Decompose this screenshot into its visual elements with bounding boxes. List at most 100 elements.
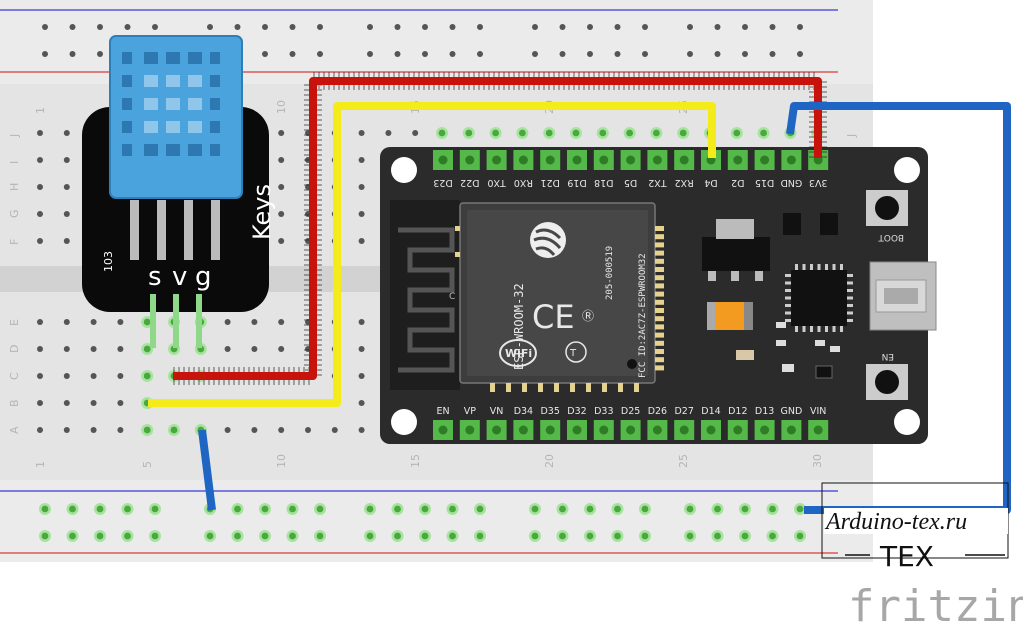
breadboard-hole bbox=[358, 373, 365, 379]
en-button[interactable] bbox=[866, 364, 908, 400]
rail-hole bbox=[261, 532, 269, 540]
yellow-wire-d4 bbox=[148, 102, 716, 407]
pin-label: D2 bbox=[731, 177, 744, 188]
rail-hole bbox=[207, 24, 213, 30]
chip-pin bbox=[825, 326, 828, 332]
column-number: 1 bbox=[34, 107, 47, 114]
rail-hole bbox=[69, 532, 76, 540]
rail-hole bbox=[614, 51, 621, 57]
espressif-logo bbox=[530, 222, 566, 258]
rail-hole bbox=[262, 51, 268, 57]
breadboard-hole bbox=[251, 427, 258, 433]
module-pad bbox=[634, 383, 639, 392]
pin-label: VN bbox=[490, 406, 504, 417]
chip-pin bbox=[840, 264, 843, 270]
breadboard-hole bbox=[358, 427, 365, 433]
breadboard-hole bbox=[679, 129, 687, 137]
blue-wire-sensor-gnd bbox=[198, 429, 216, 511]
module-pad bbox=[655, 340, 664, 346]
rail-hole bbox=[686, 505, 694, 513]
boot-button[interactable] bbox=[866, 190, 908, 226]
row-letter: J bbox=[845, 134, 858, 138]
module-pad bbox=[655, 226, 664, 231]
sensor-brand: Keys bbox=[248, 184, 276, 240]
pin-hole bbox=[599, 425, 609, 435]
rail-hole bbox=[422, 51, 428, 57]
grill-slot bbox=[188, 98, 202, 110]
module-pad bbox=[655, 308, 664, 313]
rail-hole bbox=[531, 532, 539, 540]
pin-hole bbox=[492, 425, 502, 435]
breadboard-hole bbox=[358, 319, 365, 325]
row-letter: E bbox=[8, 319, 21, 326]
chip-pins bbox=[785, 264, 853, 332]
chip-pin bbox=[847, 296, 853, 300]
r-mark: Ⓡ bbox=[582, 309, 594, 323]
chip-pin bbox=[785, 274, 791, 277]
grill-slot bbox=[210, 121, 220, 133]
breadboard-hole bbox=[519, 129, 526, 137]
pin-label: D21 bbox=[540, 177, 559, 188]
breadboard-hole bbox=[224, 346, 231, 352]
pin-label: D13 bbox=[755, 406, 774, 417]
module-pad bbox=[570, 383, 575, 392]
fritzing-logo: fritzing bbox=[848, 581, 1023, 632]
telec-mark: T bbox=[565, 341, 587, 363]
chip-pin bbox=[832, 326, 836, 332]
row-letter: F bbox=[8, 239, 21, 245]
grill-slot bbox=[188, 121, 202, 133]
chip-pin bbox=[785, 281, 791, 285]
rail-hole bbox=[41, 532, 49, 540]
rail-hole bbox=[614, 532, 621, 540]
grill-slot bbox=[144, 144, 158, 156]
rail-hole bbox=[394, 532, 401, 540]
rail-hole bbox=[587, 24, 593, 30]
grill-slot bbox=[210, 144, 220, 156]
breadboard-hole bbox=[63, 400, 70, 406]
module-name: ESP-WROOM-32 bbox=[512, 283, 526, 370]
rail-hole bbox=[366, 532, 374, 540]
row-letter: I bbox=[8, 161, 21, 164]
rail-hole bbox=[367, 51, 373, 57]
grill-slot bbox=[122, 121, 132, 133]
column-number: 15 bbox=[409, 454, 422, 468]
breadboard-hole bbox=[37, 319, 43, 325]
grill-slot bbox=[188, 144, 202, 156]
breadboard-hole bbox=[117, 427, 124, 433]
pin-label: D18 bbox=[594, 177, 613, 188]
module-pad bbox=[655, 357, 664, 363]
breadboard-hole bbox=[90, 319, 97, 325]
breadboard-hole bbox=[90, 346, 97, 352]
rail-hole bbox=[289, 24, 296, 30]
grill-slot bbox=[122, 75, 132, 87]
chip-pin bbox=[847, 274, 853, 277]
module-pad bbox=[506, 383, 511, 392]
pin-hole bbox=[652, 155, 662, 165]
rail-hole bbox=[741, 505, 749, 513]
pin-label: D27 bbox=[674, 406, 693, 417]
chip-pin bbox=[847, 319, 853, 322]
rail-hole bbox=[559, 51, 566, 57]
rail-hole bbox=[769, 532, 776, 540]
rail-hole bbox=[586, 532, 594, 540]
row-letter: B bbox=[8, 399, 21, 407]
grill-slot bbox=[122, 144, 132, 156]
pin-hole bbox=[572, 155, 582, 165]
breadboard-hole bbox=[278, 319, 285, 325]
rail-hole bbox=[796, 532, 804, 540]
rail-hole bbox=[769, 51, 776, 57]
pin-hole bbox=[626, 155, 636, 165]
chip-pin bbox=[817, 264, 821, 270]
pin-label: D15 bbox=[755, 177, 774, 188]
row-letter: H bbox=[8, 183, 21, 191]
pin-label: RX2 bbox=[675, 177, 694, 188]
module-pad bbox=[655, 332, 664, 338]
module-pad bbox=[655, 250, 664, 256]
pin-hole bbox=[545, 425, 555, 435]
rail-hole bbox=[477, 51, 483, 57]
breadboard-hole bbox=[599, 129, 607, 137]
micro-usb-connector[interactable] bbox=[869, 261, 937, 331]
chip-pin bbox=[825, 264, 828, 270]
